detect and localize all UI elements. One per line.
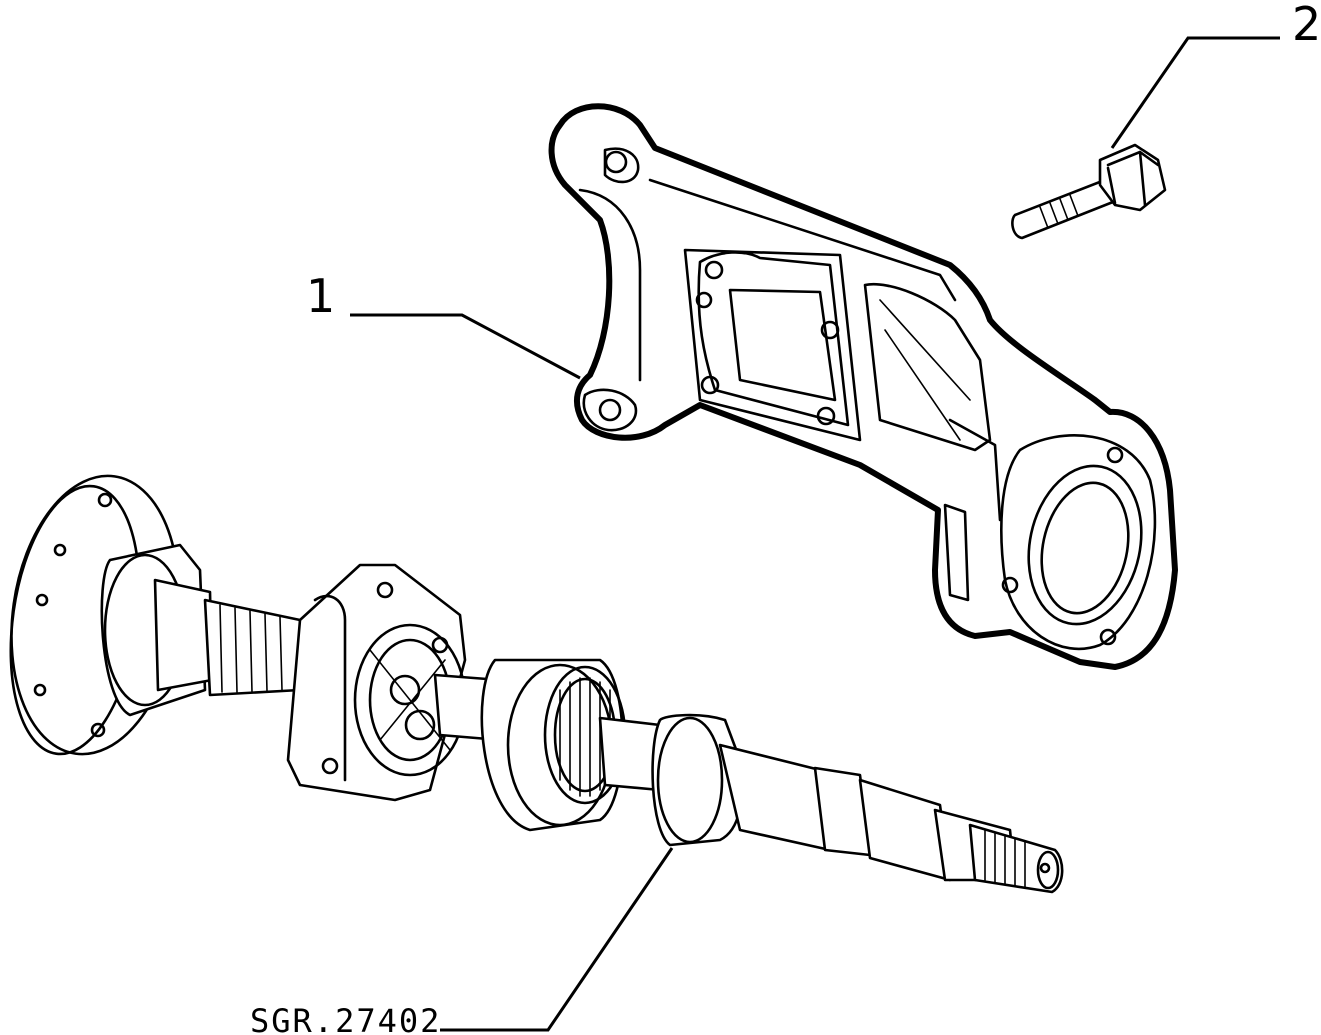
shaft-assembly-icon — [9, 474, 1064, 894]
leader-line-1 — [350, 313, 581, 380]
leader-line-2 — [1110, 36, 1280, 149]
leader-line-ref — [440, 847, 674, 1032]
hex-bolt-icon — [1011, 143, 1167, 240]
callout-2-label: 2 — [1292, 0, 1321, 51]
support-bracket-icon — [548, 103, 1178, 670]
callout-1-label: 1 — [306, 269, 335, 323]
reference-code: SGR.27402 — [250, 1002, 441, 1035]
